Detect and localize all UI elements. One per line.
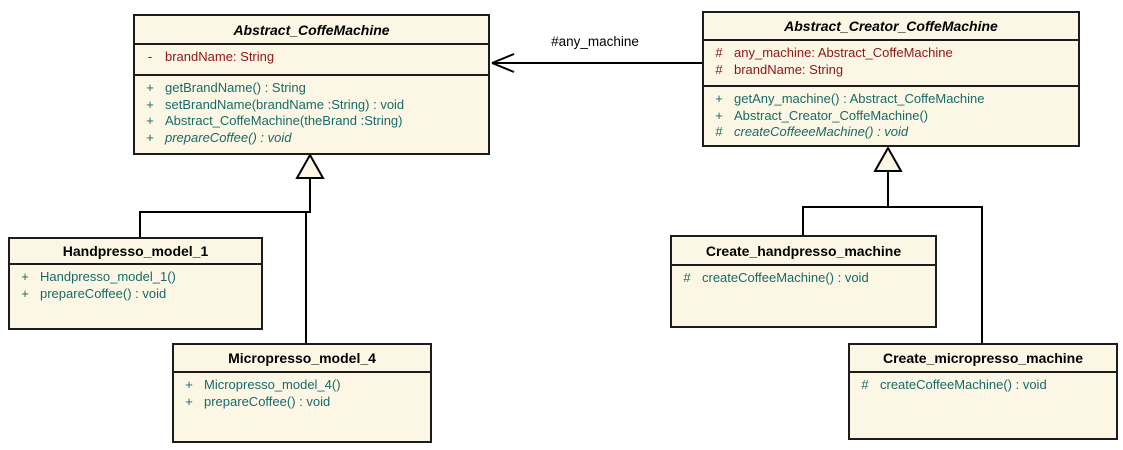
method-row: + getBrandName() : String [135,80,488,97]
class-name: Create_micropresso_machine [850,345,1116,373]
class-box-micropresso-model-4[interactable]: Micropresso_model_4 + Micropresso_model_… [172,343,432,443]
class-name: Abstract_Creator_CoffeMachine [704,13,1078,41]
triangle-arrowhead [873,145,903,172]
generalization-left[interactable] [139,152,325,343]
visibility-marker: # [683,270,691,285]
visibility-marker: + [146,96,154,112]
visibility-marker: + [146,129,154,145]
visibility-marker: # [861,377,869,392]
attribute-row: # brandName: String [704,62,1078,79]
generalization-right[interactable] [802,145,983,343]
method-text: prepareCoffee() : void [165,129,292,145]
method-row: + Abstract_Creator_CoffeMachine() [704,108,1078,125]
method-text: setBrandName(brandName :String) : void [165,96,405,112]
methods-compartment: + Micropresso_model_4() + prepareCoffee(… [174,373,430,441]
visibility-marker: + [146,113,154,128]
method-row: + Handpresso_model_1() [10,269,261,286]
visibility-marker: # [715,61,723,77]
attribute-row: # any_machine: Abstract_CoffeMachine [704,45,1078,62]
method-row: # createCoffeeMachine() : void [850,377,1116,394]
visibility-marker: - [147,49,153,64]
association-any-machine[interactable] [491,53,702,73]
method-row: + getAny_machine() : Abstract_CoffeMachi… [704,91,1078,108]
attributes-compartment: - brandName: String [135,45,488,74]
methods-compartment: + getBrandName() : String + setBrandName… [135,74,488,153]
method-row: + setBrandName(brandName :String) : void [135,97,488,114]
method-row: + prepareCoffee() : void [174,394,430,411]
method-text: createCoffeeMachine() : void [880,377,1047,392]
visibility-marker: + [21,285,29,301]
attribute-text: brandName: String [734,61,844,77]
method-text: createCoffeeeMachine() : void [734,124,909,139]
visibility-marker: + [21,269,29,284]
method-text: Abstract_CoffeMachine(theBrand :String) [165,113,403,128]
method-text: Handpresso_model_1() [40,269,176,284]
class-box-create-micropresso-machine[interactable]: Create_micropresso_machine # createCoffe… [848,343,1118,440]
attribute-row: - brandName: String [135,49,488,66]
visibility-marker: # [715,124,723,139]
method-row: + Abstract_CoffeMachine(theBrand :String… [135,113,488,130]
visibility-marker: + [715,91,723,106]
abstract-method-row: # createCoffeeeMachine() : void [704,124,1078,141]
visibility-marker: + [185,377,193,392]
class-box-create-handpresso-machine[interactable]: Create_handpresso_machine # createCoffee… [670,235,937,328]
visibility-marker: + [715,107,723,123]
class-box-abstract-creator-coffemachine[interactable]: Abstract_Creator_CoffeMachine # any_mach… [702,11,1080,147]
class-name: Handpresso_model_1 [10,239,261,265]
association-role-label: #any_machine [551,34,639,49]
method-text: prepareCoffee() : void [40,285,167,301]
visibility-marker: # [715,45,723,60]
method-row: + Micropresso_model_4() [174,377,430,394]
method-text: createCoffeeMachine() : void [702,270,869,285]
methods-compartment: + Handpresso_model_1() + prepareCoffee()… [10,265,261,328]
method-text: Micropresso_model_4() [204,377,341,392]
methods-compartment: # createCoffeeMachine() : void [850,373,1116,438]
attribute-text: any_machine: Abstract_CoffeMachine [734,45,953,60]
abstract-method-row: + prepareCoffee() : void [135,130,488,147]
class-name: Micropresso_model_4 [174,345,430,373]
triangle-arrowhead [295,152,325,179]
methods-compartment: # createCoffeeMachine() : void [672,266,935,326]
method-text: getBrandName() : String [165,80,306,95]
visibility-marker: + [146,80,154,95]
class-name: Create_handpresso_machine [672,237,935,266]
methods-compartment: + getAny_machine() : Abstract_CoffeMachi… [704,85,1078,145]
class-box-handpresso-model-1[interactable]: Handpresso_model_1 + Handpresso_model_1(… [8,237,263,330]
method-text: prepareCoffee() : void [204,393,331,409]
method-text: Abstract_Creator_CoffeMachine() [734,107,929,123]
visibility-marker: + [185,393,193,409]
attribute-text: brandName: String [165,49,275,64]
method-text: getAny_machine() : Abstract_CoffeMachine [734,91,985,106]
class-box-abstract-coffemachine[interactable]: Abstract_CoffeMachine - brandName: Strin… [133,14,490,155]
method-row: + prepareCoffee() : void [10,286,261,303]
method-row: # createCoffeeMachine() : void [672,270,935,287]
class-name: Abstract_CoffeMachine [135,16,488,45]
attributes-compartment: # any_machine: Abstract_CoffeMachine # b… [704,41,1078,85]
